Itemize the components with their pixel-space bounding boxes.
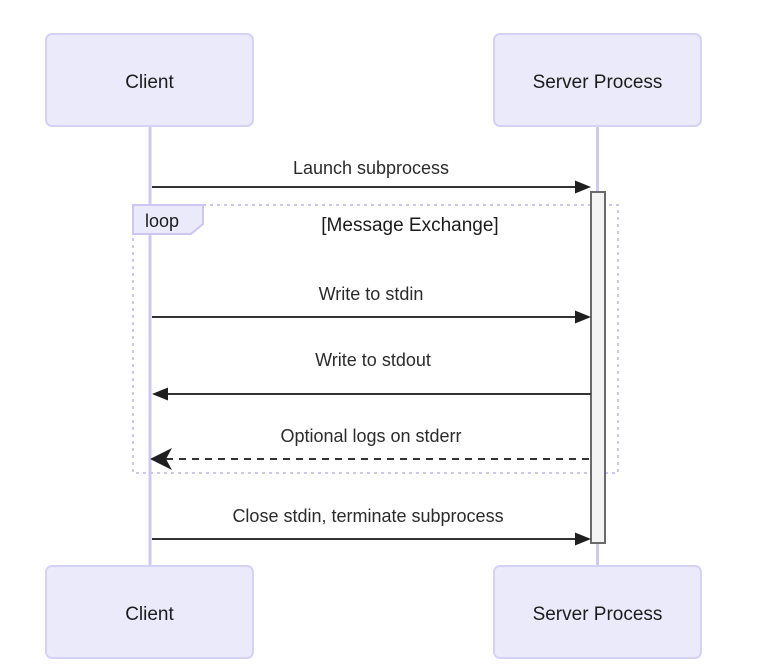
actor-box-client-top[interactable] [45,33,254,127]
actor-top-client[interactable]: Client [45,33,254,127]
actor-box-client-bottom[interactable] [45,565,254,659]
message-label-1: Write to stdin [319,284,424,304]
actor-top-server[interactable]: Server Process [493,33,702,127]
actor-label-client-bottom: Client [125,604,174,625]
message-label-4: Close stdin, terminate subprocess [232,506,503,526]
actor-box-server-bottom[interactable] [493,565,702,659]
message-label-2: Write to stdout [315,350,431,370]
actor-bottom-server[interactable]: Server Process [493,565,702,659]
message-launch-subprocess: Launch subprocess [152,158,591,194]
actor-bottom-client[interactable]: Client [45,565,254,659]
message-label-0: Launch subprocess [293,158,449,178]
message-arrowhead-0 [575,180,591,194]
lifelines [148,126,599,566]
message-arrowhead-3 [150,448,172,470]
activation-bar-server [590,191,606,544]
message-arrowhead-1 [575,310,591,324]
actor-box-server-top[interactable] [493,33,702,127]
message-close-stdin-terminate-subprocess: Close stdin, terminate subprocess [152,506,591,546]
message-write-to-stdout: Write to stdout [152,350,591,401]
message-optional-logs-on-stderr: Optional logs on stderr [150,426,591,470]
message-label-3: Optional logs on stderr [280,426,461,446]
loop-frame-border [132,204,619,474]
message-arrowhead-2 [152,387,168,401]
message-write-to-stdin: Write to stdin [152,284,591,324]
actor-label-client-top: Client [125,72,174,93]
loop-tag-label: loop [145,211,179,231]
loop-tag-shape [132,204,204,235]
loop-fragment: loop [Message Exchange] [132,204,619,474]
actor-label-server-bottom: Server Process [533,604,663,625]
actor-label-server-top: Server Process [533,72,663,93]
message-arrowhead-4 [575,532,591,546]
loop-title-label: [Message Exchange] [321,215,498,236]
